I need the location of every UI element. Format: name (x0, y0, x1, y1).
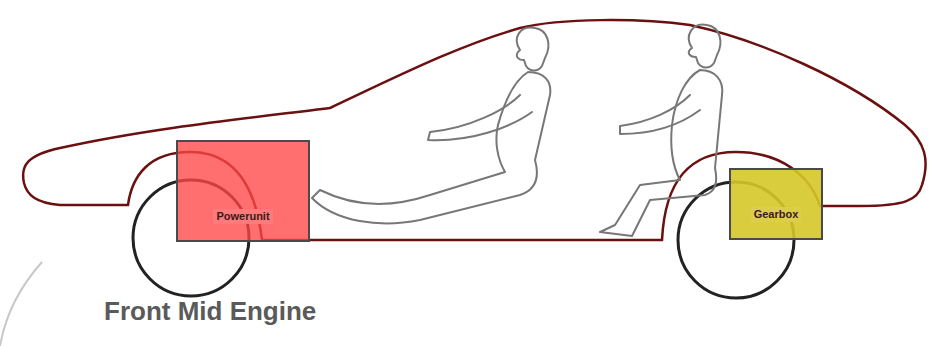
part-label: Gearbox (751, 207, 802, 222)
gearbox-box: Gearbox (729, 168, 823, 240)
car-body (23, 20, 926, 240)
caption: Front Mid Engine (104, 296, 316, 327)
powerunit-box: Powerunit (176, 140, 310, 242)
part-label: Powerunit (213, 209, 272, 224)
margin-arc (0, 262, 42, 346)
driver-figure (312, 28, 550, 224)
passenger-figure (600, 25, 722, 236)
